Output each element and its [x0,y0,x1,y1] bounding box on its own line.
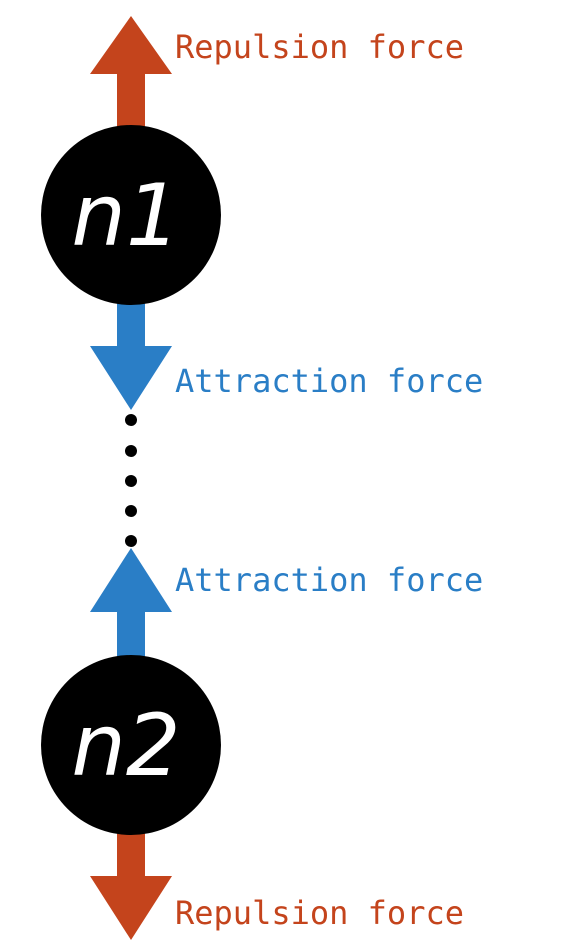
attraction-label-bottom: Attraction force [175,561,483,599]
repulsion-label-bottom: Repulsion force [175,894,464,932]
node-n1-circle [41,125,221,305]
repulsion-arrow-bottom-head [90,876,172,940]
attraction-arrow-top-head [90,346,172,410]
attraction-label-top: Attraction force [175,362,483,400]
node-n1: n1 [41,125,221,305]
link-dot [125,445,137,457]
link-dot [125,414,137,426]
repulsion-arrow-top-shaft [117,66,145,130]
node-n2-label: n2 [71,696,180,796]
attraction-arrow-bottom-head [90,548,172,612]
link-dot [125,505,137,517]
repulsion-label-top: Repulsion force [175,28,464,66]
repulsion-arrow-top [90,16,172,130]
node-n1-label: n1 [71,166,180,266]
repulsion-arrow-top-head [90,16,172,74]
node-n2: n2 [41,655,221,835]
dotted-link [125,414,137,547]
repulsion-arrow-bottom [90,820,172,940]
link-dot [125,535,137,547]
link-dot [125,475,137,487]
node-n2-circle [41,655,221,835]
attraction-arrow-top [90,298,172,410]
attraction-arrow-bottom [90,548,172,664]
